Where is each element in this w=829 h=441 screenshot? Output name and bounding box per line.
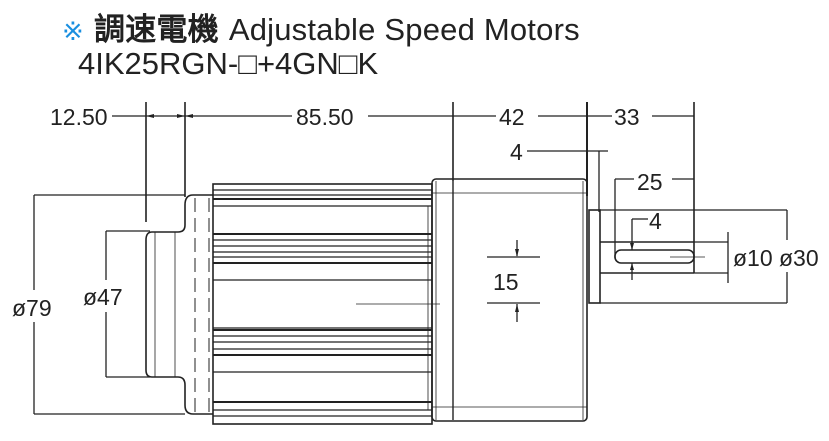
model-number: 4IK25RGN-□+4GN□K xyxy=(78,46,379,81)
reference-mark-icon: ※ xyxy=(62,16,84,46)
title-chinese: 調速電機 xyxy=(94,12,219,47)
dim-phi47: ø47 xyxy=(83,284,123,310)
dim-phi79: ø79 xyxy=(12,295,52,321)
dim-phi30: ø30 xyxy=(779,245,819,271)
page-title: ※ 調速電機 Adjustable Speed Motors xyxy=(62,4,580,49)
dim-85-50: 85.50 xyxy=(296,104,354,130)
dim-25: 25 xyxy=(637,169,663,195)
drawing-lines xyxy=(33,102,788,425)
title-english: Adjustable Speed Motors xyxy=(228,12,580,47)
dim-12-50: 12.50 xyxy=(50,104,108,130)
dim-33: 33 xyxy=(614,104,640,130)
dim-42: 42 xyxy=(499,104,525,130)
dim-4-key: 4 xyxy=(649,208,662,234)
arrowheads xyxy=(146,114,634,312)
dim-15: 15 xyxy=(493,269,519,295)
dim-phi10: ø10 xyxy=(733,245,773,271)
dim-4-flange: 4 xyxy=(510,139,523,165)
